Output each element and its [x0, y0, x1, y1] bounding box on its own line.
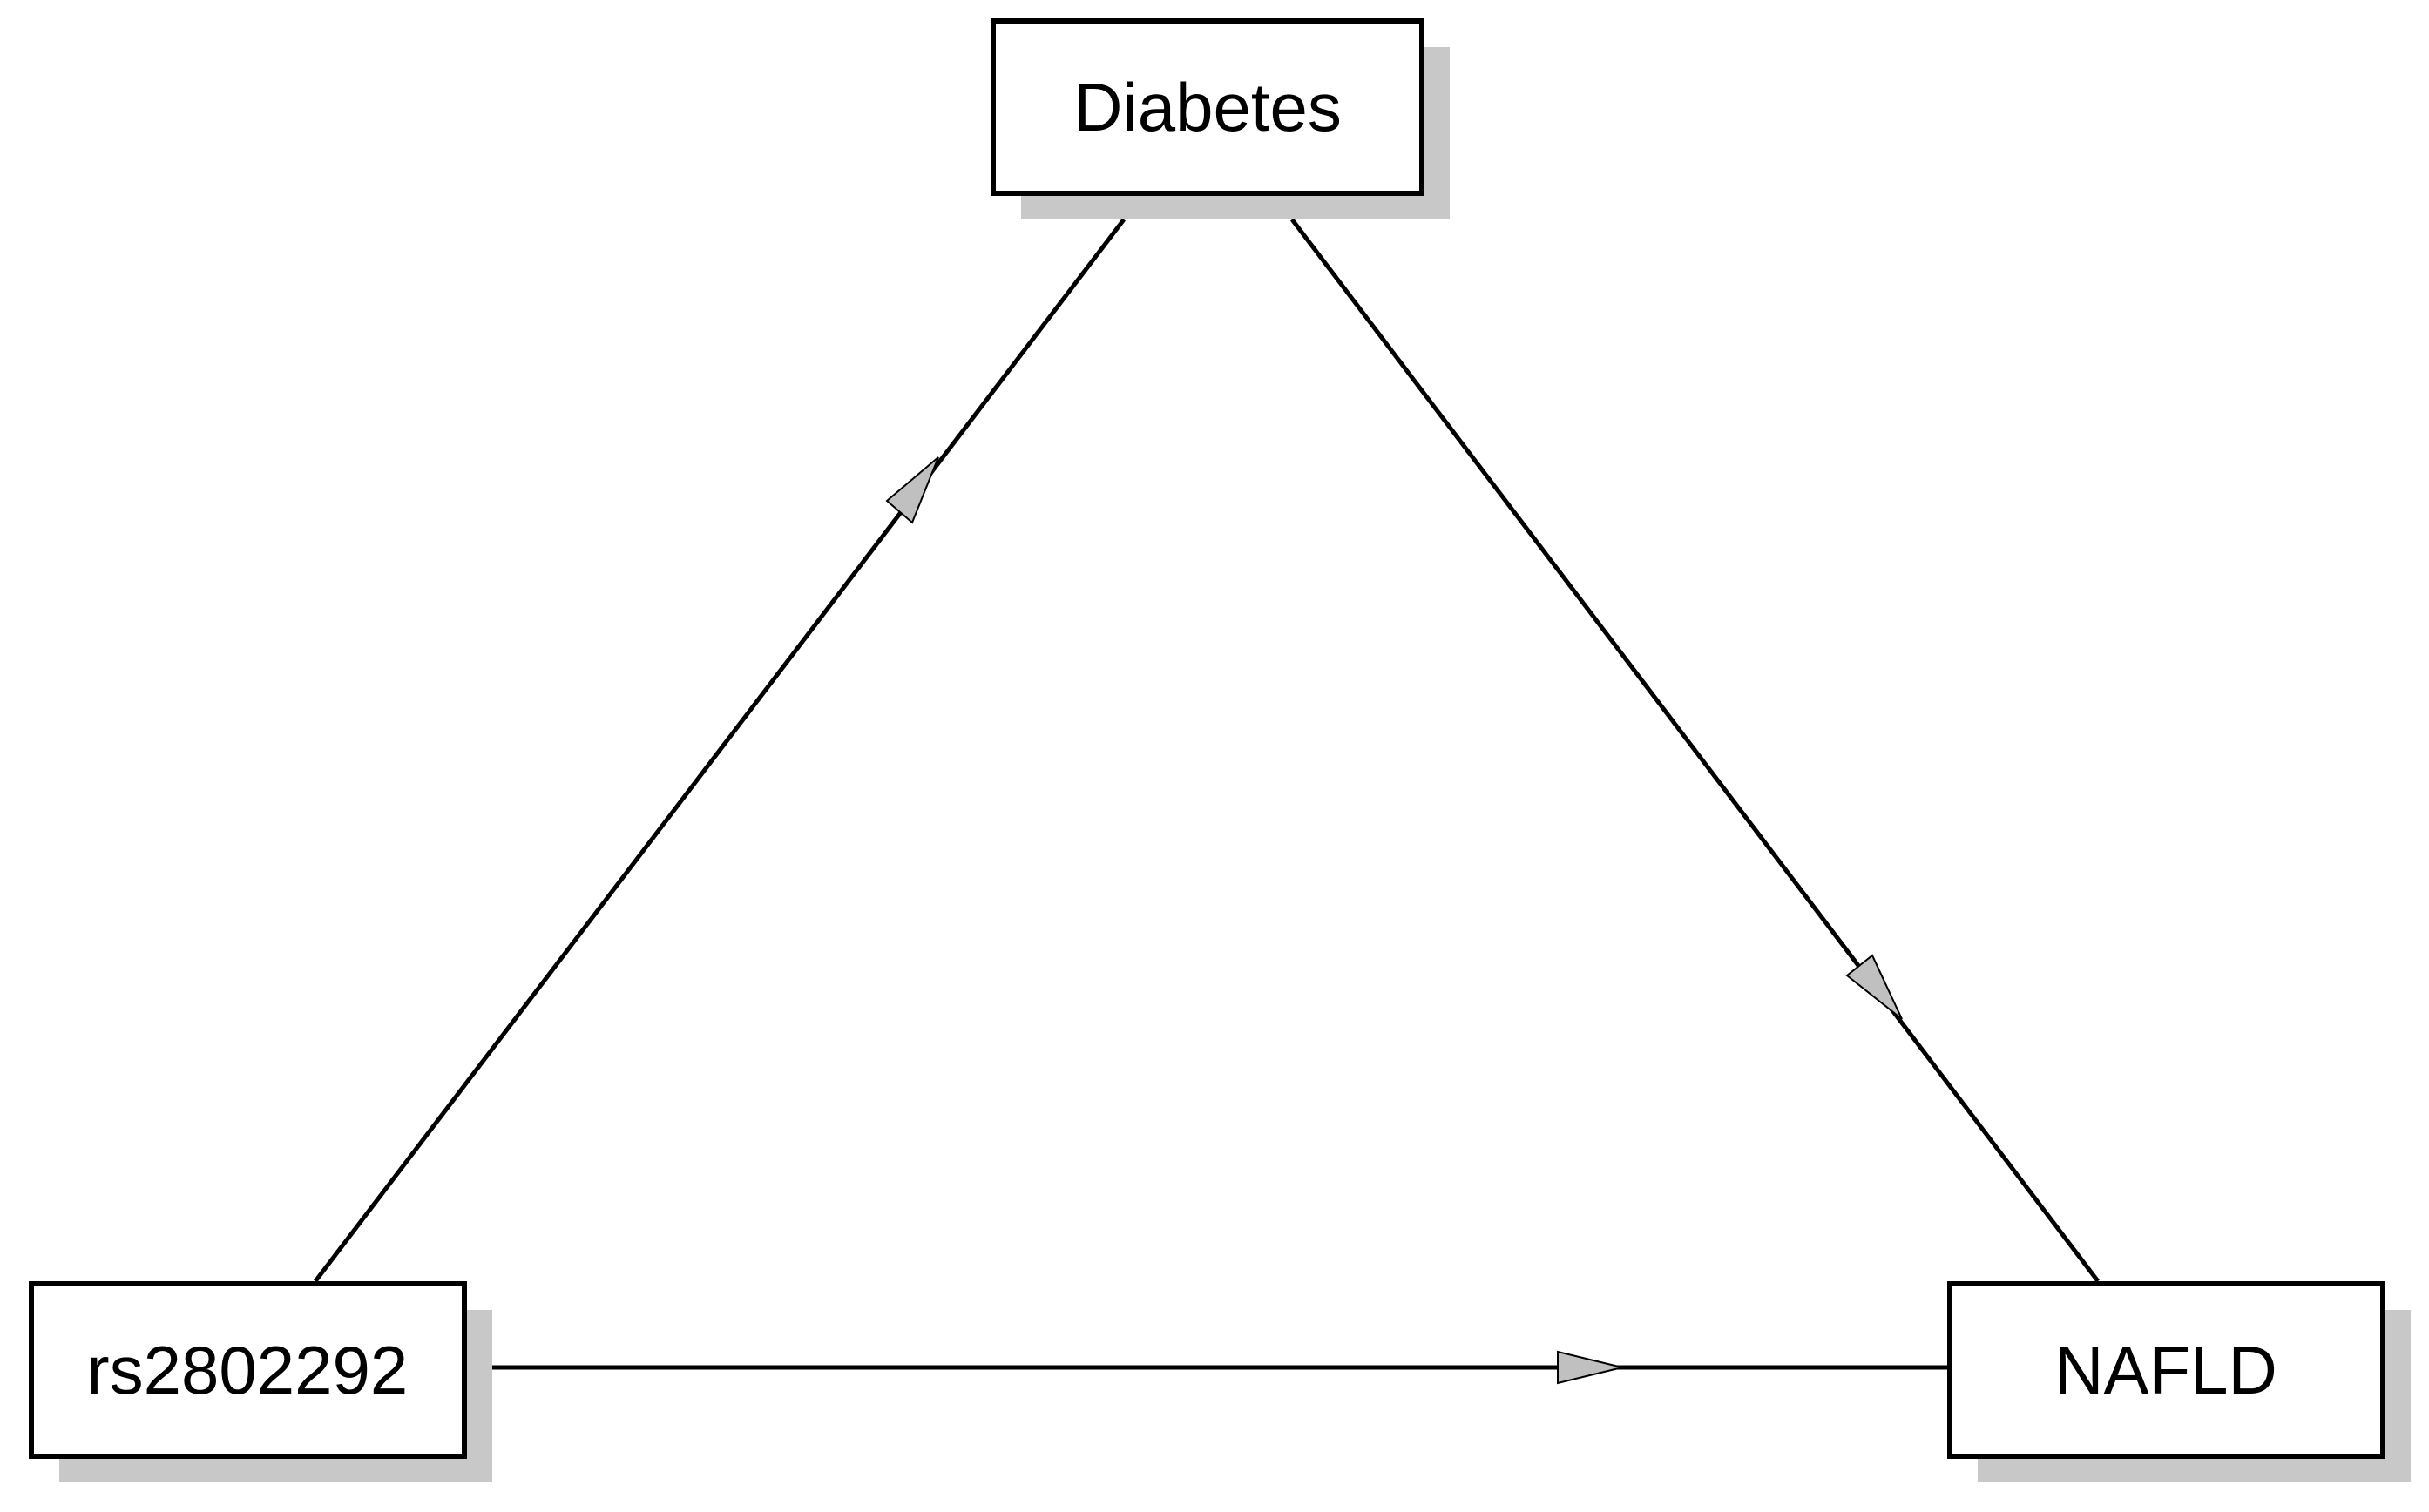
edge-line [314, 218, 1126, 1283]
node-nafld: NAFLD [1947, 1281, 2411, 1482]
node-rs2802292: rs2802292 [29, 1281, 492, 1482]
arrowhead [885, 456, 939, 524]
edge-diabetes-to-nafld [1290, 218, 2100, 1283]
arrowhead [1557, 1350, 1623, 1385]
edge-snp-to-nafld [492, 1350, 1950, 1385]
arrowhead [1845, 954, 1903, 1020]
node-box [1947, 1281, 2385, 1459]
node-box [29, 1281, 467, 1459]
edge-line [1290, 218, 2100, 1283]
node-diabetes: Diabetes [991, 18, 1450, 219]
node-box [991, 18, 1424, 196]
node-label-nafld: NAFLD [2054, 1332, 2277, 1408]
edge-snp-to-diabetes [314, 218, 1126, 1283]
node-label-diabetes: Diabetes [1073, 69, 1342, 145]
node-label-rs2802292: rs2802292 [87, 1332, 409, 1408]
